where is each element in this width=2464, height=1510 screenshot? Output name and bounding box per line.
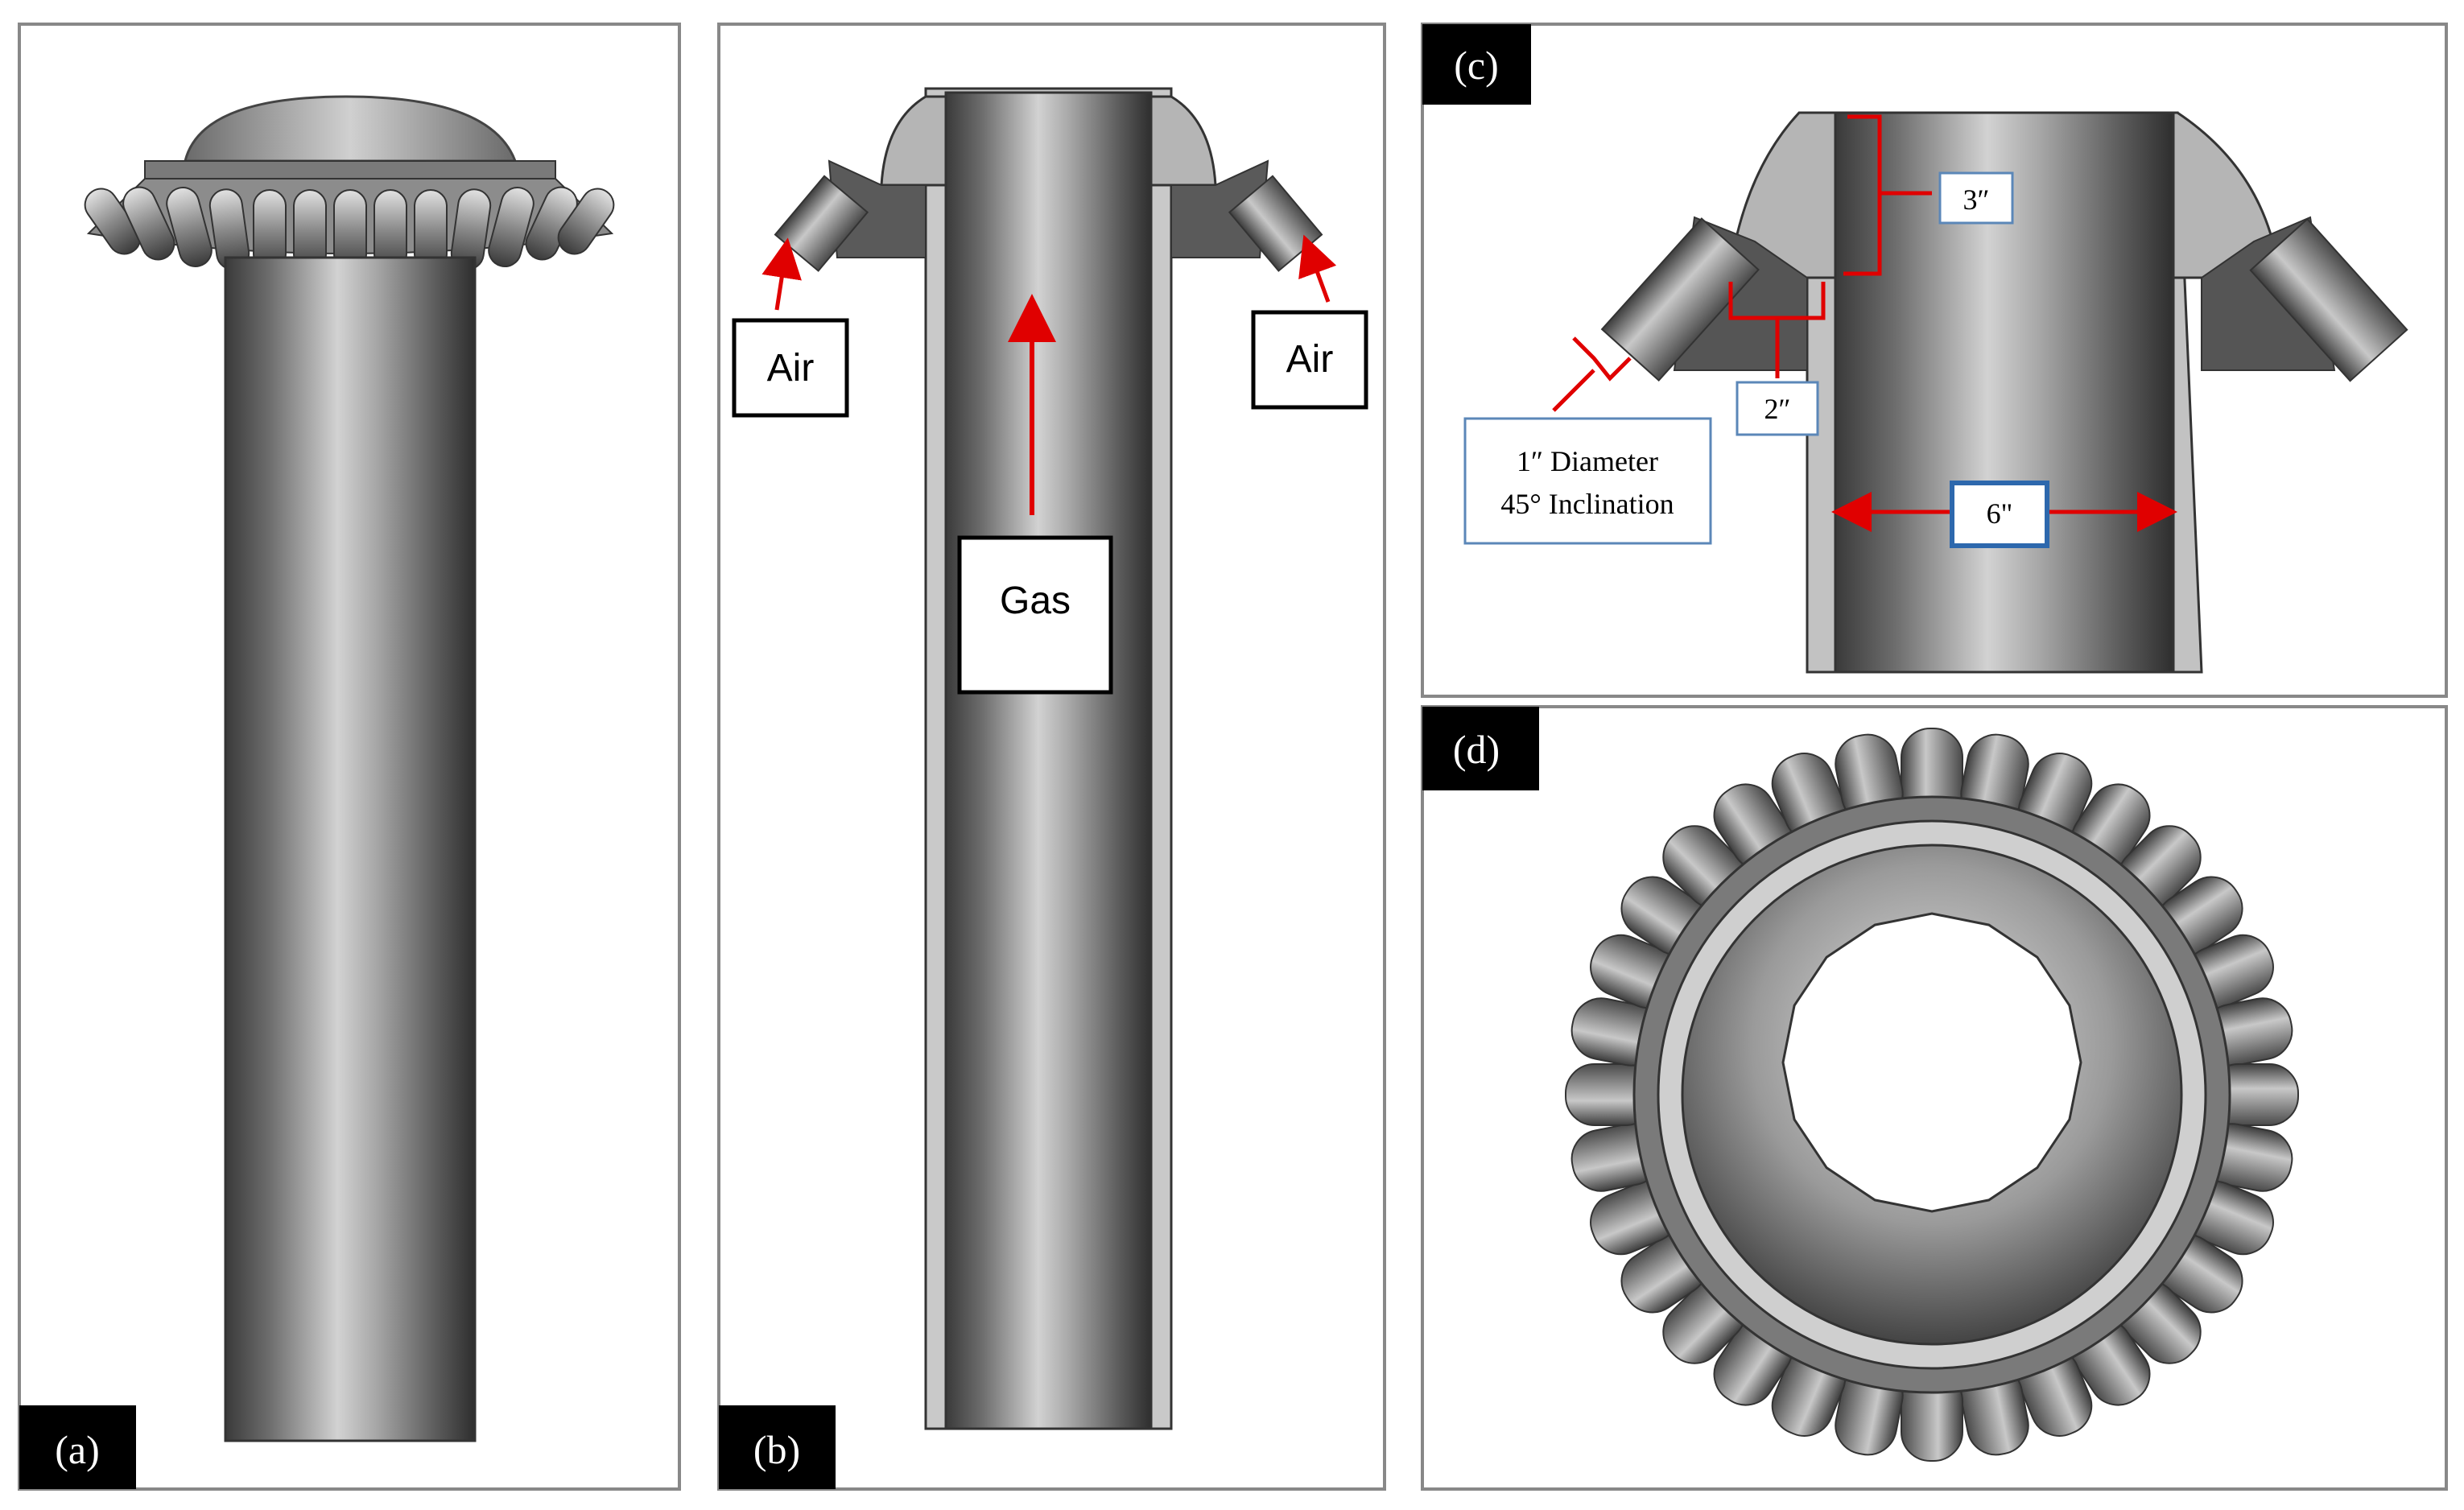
panel-c-tag: (c) [1454,43,1499,88]
air-nozzle-zoom-left [1600,216,1808,382]
panel-c-tag-bg [1422,24,1531,105]
callout-nozzle-box [1463,417,1712,545]
callout-6in: 6" [1987,497,2013,530]
air-label-right-box [1251,310,1368,410]
dome-section-left [880,95,947,187]
callout-3in-box [1938,171,2014,225]
air-arrow-left [761,237,802,311]
gas-label-box [957,535,1113,695]
panel-b: Air Air Gas (b) [717,23,1386,1491]
air-nozzle-zoom-right [2201,216,2408,382]
gas-label: Gas [1000,580,1071,622]
panel-a: (a) [18,23,681,1491]
panel-b-tag: (b) [753,1427,800,1472]
panel-d-tag-bg [1422,707,1539,790]
burner-stack [224,256,477,1442]
central-bore [1781,912,2082,1213]
callout-nozzle-line1: 1″ Diameter [1517,445,1658,477]
panel-b-tag-bg [719,1405,836,1489]
panel-c: 3″ 2″ 6" 1″ Diameter 45° Inclination (c) [1421,23,2448,698]
callout-nozzle-line2: 45° Inclination [1500,488,1674,520]
air-arrow-right [1298,234,1337,303]
nozzle-ring [84,178,615,271]
bracket-nozzle-leader [1552,369,1595,412]
dome-section-right [1149,95,1217,187]
callout-2in: 2″ [1764,393,1791,425]
air-label-right: Air [1286,338,1334,381]
bracket-nozzle [1572,336,1632,382]
air-label-left: Air [767,347,815,390]
panel-a-tag: (a) [55,1427,100,1472]
panel-d: (d) [1421,705,2448,1491]
panel-a-tag-bg [19,1405,136,1489]
callout-6in-box [1950,481,2049,548]
dimension-brackets [1552,114,1932,412]
callout-2in-box [1736,381,1819,436]
panel-d-tag: (d) [1453,727,1500,772]
air-label-left-box [732,318,849,418]
burner-dome [184,95,518,163]
callout-3in: 3″ [1963,184,1990,216]
stack-bore [944,91,1153,1430]
burner-rim [144,160,556,179]
